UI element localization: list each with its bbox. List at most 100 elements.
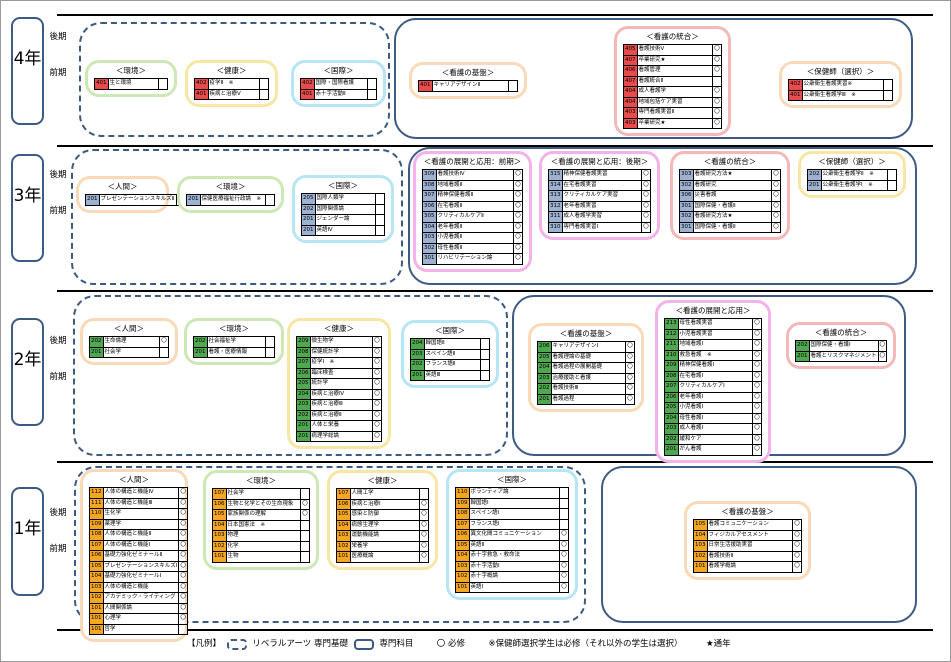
course-name: 哲学 <box>102 623 180 635</box>
course-code: 206 <box>296 367 311 379</box>
required-mark: 〇 <box>178 613 188 625</box>
course-code: 104 <box>336 519 351 531</box>
required-mark: 〇 <box>559 571 569 583</box>
required-mark: 〇 <box>372 399 382 411</box>
required-mark: 〇 <box>372 388 382 400</box>
required-mark: 〇 <box>877 350 888 362</box>
course-name: 国際保健・看護Ⅱ <box>692 200 772 212</box>
group-title: ＜国際＞ <box>328 181 358 190</box>
required-mark: 〇 <box>559 560 569 572</box>
course-code: 303 <box>422 232 437 244</box>
course-code: 104 <box>212 519 227 531</box>
required-mark: 〇 <box>792 561 802 573</box>
required-mark: 〇 <box>419 498 429 510</box>
course-code: 201 <box>301 214 316 226</box>
course-name: 専門看護実習Ⅱ <box>636 107 713 119</box>
course-code: 201 <box>537 393 552 405</box>
course-name: プレゼンテーションスキルズⅡ <box>98 194 177 206</box>
semester-labels: 後期前期 <box>49 336 67 382</box>
required-mark: 〇 <box>641 221 651 233</box>
course-name: 母性看護Ⅱ <box>435 242 514 254</box>
required-mark <box>559 518 569 530</box>
required-mark <box>158 78 168 90</box>
required-mark <box>300 519 310 531</box>
course-code: 401 <box>418 80 433 92</box>
required-mark <box>265 346 275 358</box>
required-mark: 〇 <box>178 497 188 509</box>
course-name: 国際保健・看護Ⅰ <box>808 340 879 352</box>
course-code: 305 <box>422 211 437 223</box>
course-code: 106 <box>336 498 351 510</box>
required-mark: 〇 <box>513 232 523 244</box>
course-code: 104 <box>89 571 104 583</box>
course-code: 202 <box>795 340 810 352</box>
course-name: 国際保健・看護Ⅱ <box>692 221 772 233</box>
course-code: 202 <box>664 433 679 445</box>
course-name: 在宅看護Ⅱ <box>435 200 514 212</box>
course-name: 老年看護Ⅱ <box>435 221 514 233</box>
required-mark: 〇 <box>419 551 429 563</box>
required-mark <box>259 78 269 90</box>
course-name: 疫学Ⅰ ※ <box>309 357 373 369</box>
course-code: 403 <box>623 107 638 119</box>
course-name: 韓国語Ⅱ <box>423 338 481 350</box>
course-code: 207 <box>296 357 311 369</box>
course-code: 402 <box>300 78 315 90</box>
required-mark: 〇 <box>792 540 802 552</box>
course-code: 407 <box>623 75 638 87</box>
course-code: 106 <box>455 529 470 541</box>
group-title: ＜看護の展開と応用：後期＞ <box>550 157 649 166</box>
course-name: 人体の構造と機能Ⅰ <box>102 539 180 551</box>
legend-required: 必修 <box>448 639 466 649</box>
course-code: 102 <box>336 540 351 552</box>
course-code: 402 <box>194 78 209 90</box>
course-name: 卒業研究★ <box>636 54 713 66</box>
course-code: 301 <box>679 221 694 233</box>
course-code: 101 <box>212 551 227 563</box>
legend-note: ※保健師選択学生は必修（それ以外の学生は選択） <box>488 639 683 649</box>
course-code: 308 <box>422 179 437 191</box>
course-code: 105 <box>212 509 227 521</box>
course-code: 202 <box>301 203 316 215</box>
course-code: 105 <box>455 539 470 551</box>
course-name: 看護統合Ⅱ <box>636 75 713 87</box>
required-mark: 〇 <box>300 498 310 510</box>
course-name: 看護研究方法★ <box>692 211 772 223</box>
course-code: 315 <box>548 169 563 181</box>
required-mark: 〇 <box>513 221 523 233</box>
course-code: 101 <box>693 561 708 573</box>
course-code: 407 <box>623 54 638 66</box>
required-mark: 〇 <box>372 420 382 432</box>
course-name: プレゼンテーションスキルズⅠ <box>102 560 180 572</box>
required-mark: 〇 <box>513 242 523 254</box>
